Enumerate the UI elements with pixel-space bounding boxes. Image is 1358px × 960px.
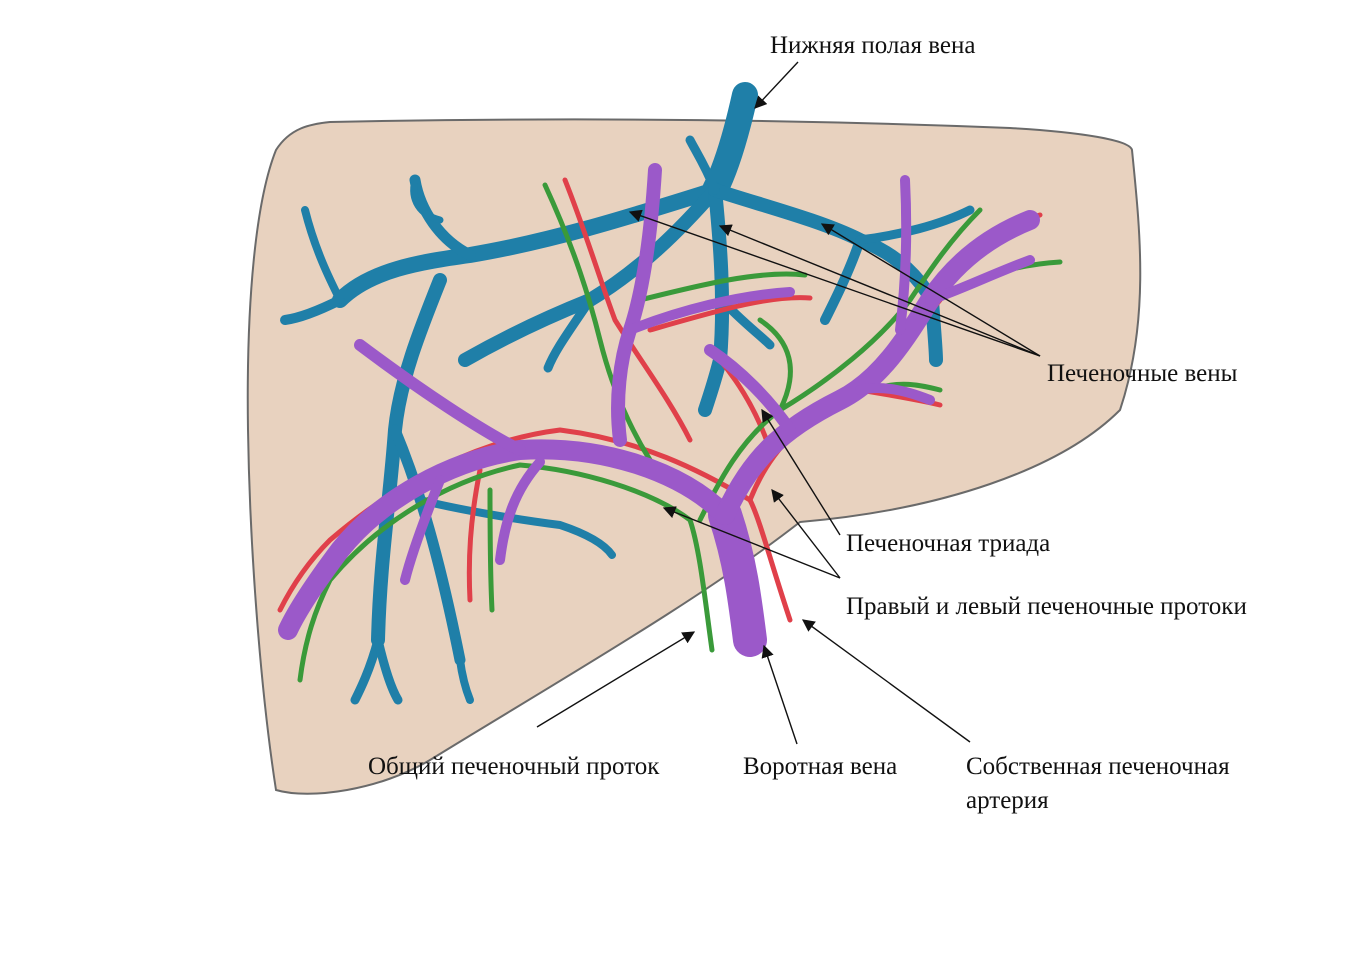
- label-portal-vein: Воротная вена: [743, 753, 898, 780]
- leader-hv-3: [820, 223, 1041, 357]
- label-common-hepatic-duct: Общий печеночный проток: [368, 753, 660, 780]
- portal-vein-branches: [278, 163, 1040, 657]
- leader-triad: [761, 408, 841, 536]
- leader-common-duct: [536, 631, 696, 728]
- label-hepatic-artery-line1: Собственная печеночная: [966, 753, 1230, 780]
- leader-ducts-1: [662, 506, 841, 579]
- label-hepatic-triad: Печеночная триада: [846, 530, 1051, 557]
- leader-lines: [536, 61, 1041, 745]
- label-inferior-vena-cava: Нижняя полая вена: [770, 32, 976, 59]
- leader-hv-1: [628, 209, 1041, 357]
- label-hepatic-veins: Печеночные вены: [1047, 360, 1238, 387]
- leader-ducts-2: [771, 489, 841, 579]
- leader-ivc: [754, 61, 799, 109]
- leader-hv-2: [718, 224, 1041, 357]
- leader-portal: [761, 644, 798, 745]
- label-hepatic-artery-line2: артерия: [966, 787, 1049, 814]
- label-hepatic-ducts: Правый и левый печеночные протоки: [846, 593, 1247, 620]
- leader-artery: [801, 619, 971, 743]
